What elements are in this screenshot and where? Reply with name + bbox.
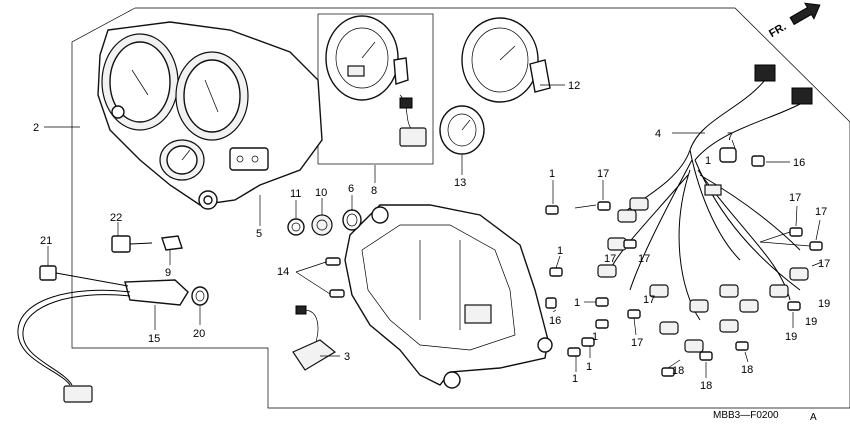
callout-22: 22 xyxy=(110,212,122,224)
gauge-13 xyxy=(439,105,485,155)
callout-20: 20 xyxy=(193,328,205,340)
wire-harness xyxy=(597,64,813,353)
rear-case xyxy=(344,204,553,389)
callout-1-f: 1 xyxy=(586,361,592,373)
callout-18-a: 18 xyxy=(741,364,753,376)
callout-19-a: 19 xyxy=(818,298,830,310)
callout-17-e: 17 xyxy=(631,337,643,349)
callout-16-a: 16 xyxy=(793,157,805,169)
callout-12: 12 xyxy=(568,80,580,92)
callout-3: 3 xyxy=(344,351,350,363)
callout-10: 10 xyxy=(315,187,327,199)
callout-1-b: 1 xyxy=(549,168,555,180)
callout-4: 4 xyxy=(655,128,661,140)
callout-2: 2 xyxy=(33,122,39,134)
callout-18-c: 18 xyxy=(672,365,684,377)
callout-19-c: 19 xyxy=(785,331,797,343)
diagram-code-suffix: A xyxy=(810,412,817,423)
callout-13: 13 xyxy=(454,177,466,189)
small-parts xyxy=(111,209,362,371)
diagram-code: MBB3—F0200 A xyxy=(713,410,817,423)
direction-label: FR. xyxy=(767,21,788,40)
callout-18-b: 18 xyxy=(700,380,712,392)
diagram-code-text: MBB3—F0200 xyxy=(713,410,779,421)
front-direction-arrow: FR. xyxy=(767,2,821,40)
leader-lines xyxy=(44,84,823,378)
callout-21: 21 xyxy=(40,235,52,247)
assembly-boundary xyxy=(71,7,850,409)
callout-6: 6 xyxy=(348,183,354,195)
callout-17-d: 17 xyxy=(643,294,655,306)
callout-7: 7 xyxy=(727,131,733,143)
callout-17-g: 17 xyxy=(815,206,827,218)
callout-1-d: 1 xyxy=(574,297,580,309)
callout-17-c: 17 xyxy=(638,253,650,265)
fasteners xyxy=(545,147,823,377)
callout-19-b: 19 xyxy=(805,316,817,328)
callout-17-f: 17 xyxy=(789,192,801,204)
tachometer-12 xyxy=(461,17,551,103)
callout-1-g: 1 xyxy=(572,373,578,385)
meter-housing xyxy=(97,21,323,210)
callout-8: 8 xyxy=(371,185,377,197)
callout-5: 5 xyxy=(256,228,262,240)
callout-9: 9 xyxy=(165,267,171,279)
callout-17-b: 17 xyxy=(604,253,616,265)
speed-sensor xyxy=(17,265,209,403)
callout-16-b: 16 xyxy=(549,315,561,327)
callout-15: 15 xyxy=(148,333,160,345)
meter-sub-8 xyxy=(325,15,427,147)
callout-17-h: 17 xyxy=(818,258,830,270)
callout-17-a: 17 xyxy=(597,168,609,180)
callout-14: 14 xyxy=(277,266,289,278)
callout-labels: 2 5 8 12 13 4 7 1 16 11 10 6 14 3 22 21 … xyxy=(33,80,830,392)
callout-1-e: 1 xyxy=(592,331,598,343)
callout-1-a: 1 xyxy=(705,155,711,167)
callout-1-c: 1 xyxy=(557,245,563,257)
callout-11: 11 xyxy=(290,188,301,200)
